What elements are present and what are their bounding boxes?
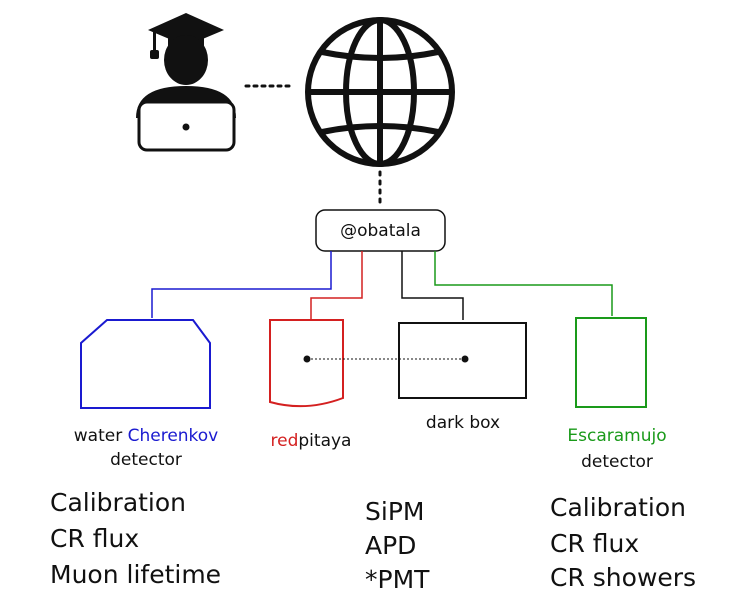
link-escaramujo [434,251,613,316]
cherenkov-label: water Cherenkov [74,426,219,446]
escaramujo-label-line2: detector [581,452,653,472]
middle-list-item: *PMT [365,565,430,594]
right-list: Calibration CR flux CR showers [550,493,696,592]
server-node: @obatala [315,209,446,252]
server-label: @obatala [340,221,421,241]
darkbox-port [461,355,469,363]
redpitaya-shape [269,319,344,408]
left-list-item: Calibration [50,488,186,517]
escaramujo-detector-shape [575,317,647,408]
left-list-item: Muon lifetime [50,560,221,589]
middle-list-item: SiPM [365,497,424,526]
redpitaya-label: redpitaya [271,431,352,451]
right-list-item: CR flux [550,529,639,558]
link-redpitaya [310,251,363,320]
middle-list: SiPM APD *PMT [365,497,430,594]
left-list: Calibration CR flux Muon lifetime [50,488,221,589]
darkbox-label: dark box [426,413,500,433]
darkbox-shape [398,322,527,399]
link-cherenkov [151,251,332,318]
cherenkov-label-line2: detector [110,450,182,470]
redpitaya-port [303,355,311,363]
link-darkbox [401,251,464,320]
right-list-item: Calibration [550,493,686,522]
globe-icon [305,17,455,167]
escaramujo-label: Escaramujo [567,426,666,446]
middle-list-item: APD [365,531,416,560]
right-list-item: CR showers [550,563,696,592]
graduate-user-laptop-icon [136,13,236,152]
left-list-item: CR flux [50,524,139,553]
cherenkov-detector-shape [80,319,211,409]
